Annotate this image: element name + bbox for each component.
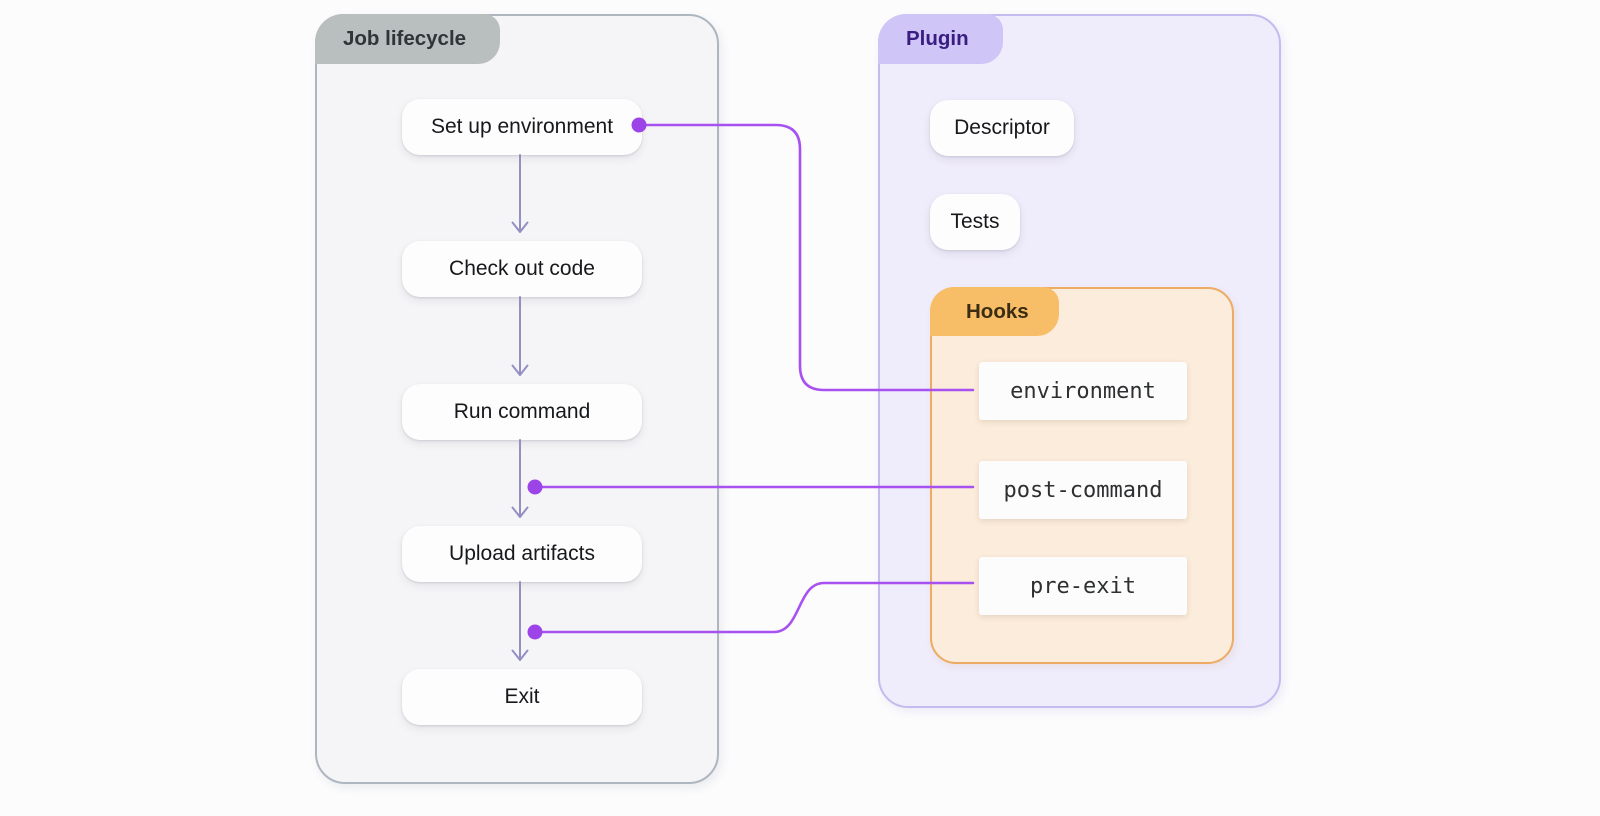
node-set-up-environment: Set up environment xyxy=(402,99,642,155)
hook-label: post-command xyxy=(1003,477,1163,503)
hooks-panel: Hooks environment post-command pre-exit xyxy=(930,287,1234,664)
plugin-title: Plugin xyxy=(906,27,969,50)
node-check-out-code: Check out code xyxy=(402,241,642,297)
node-label: Run command xyxy=(453,400,591,423)
hook-post-command: post-command xyxy=(979,461,1187,519)
plugin-item-descriptor: Descriptor xyxy=(930,100,1074,156)
node-label: Upload artifacts xyxy=(449,542,595,565)
hooks-title: Hooks xyxy=(966,299,1029,323)
job-lifecycle-title: Job lifecycle xyxy=(343,27,467,50)
node-exit: Exit xyxy=(402,669,642,725)
node-label: Check out code xyxy=(449,257,595,280)
node-label: Set up environment xyxy=(430,115,614,138)
node-run-command: Run command xyxy=(402,384,642,440)
plugin-item-label: Descriptor xyxy=(954,116,1050,139)
hook-environment: environment xyxy=(979,362,1187,420)
hook-label: environment xyxy=(1010,378,1156,404)
hook-pre-exit: pre-exit xyxy=(979,557,1187,615)
node-label: Exit xyxy=(504,685,540,708)
plugin-panel: Plugin Descriptor Tests Hooks environmen… xyxy=(878,14,1281,708)
plugin-tab: Plugin xyxy=(878,14,1003,64)
hooks-tab: Hooks xyxy=(930,287,1059,336)
hook-label: pre-exit xyxy=(1030,573,1136,599)
plugin-item-label: Tests xyxy=(950,210,1000,233)
node-upload-artifacts: Upload artifacts xyxy=(402,526,642,582)
job-lifecycle-panel: Job lifecycle Set up environment Check o… xyxy=(315,14,719,784)
plugin-item-tests: Tests xyxy=(930,194,1020,250)
job-lifecycle-tab: Job lifecycle xyxy=(315,14,501,64)
